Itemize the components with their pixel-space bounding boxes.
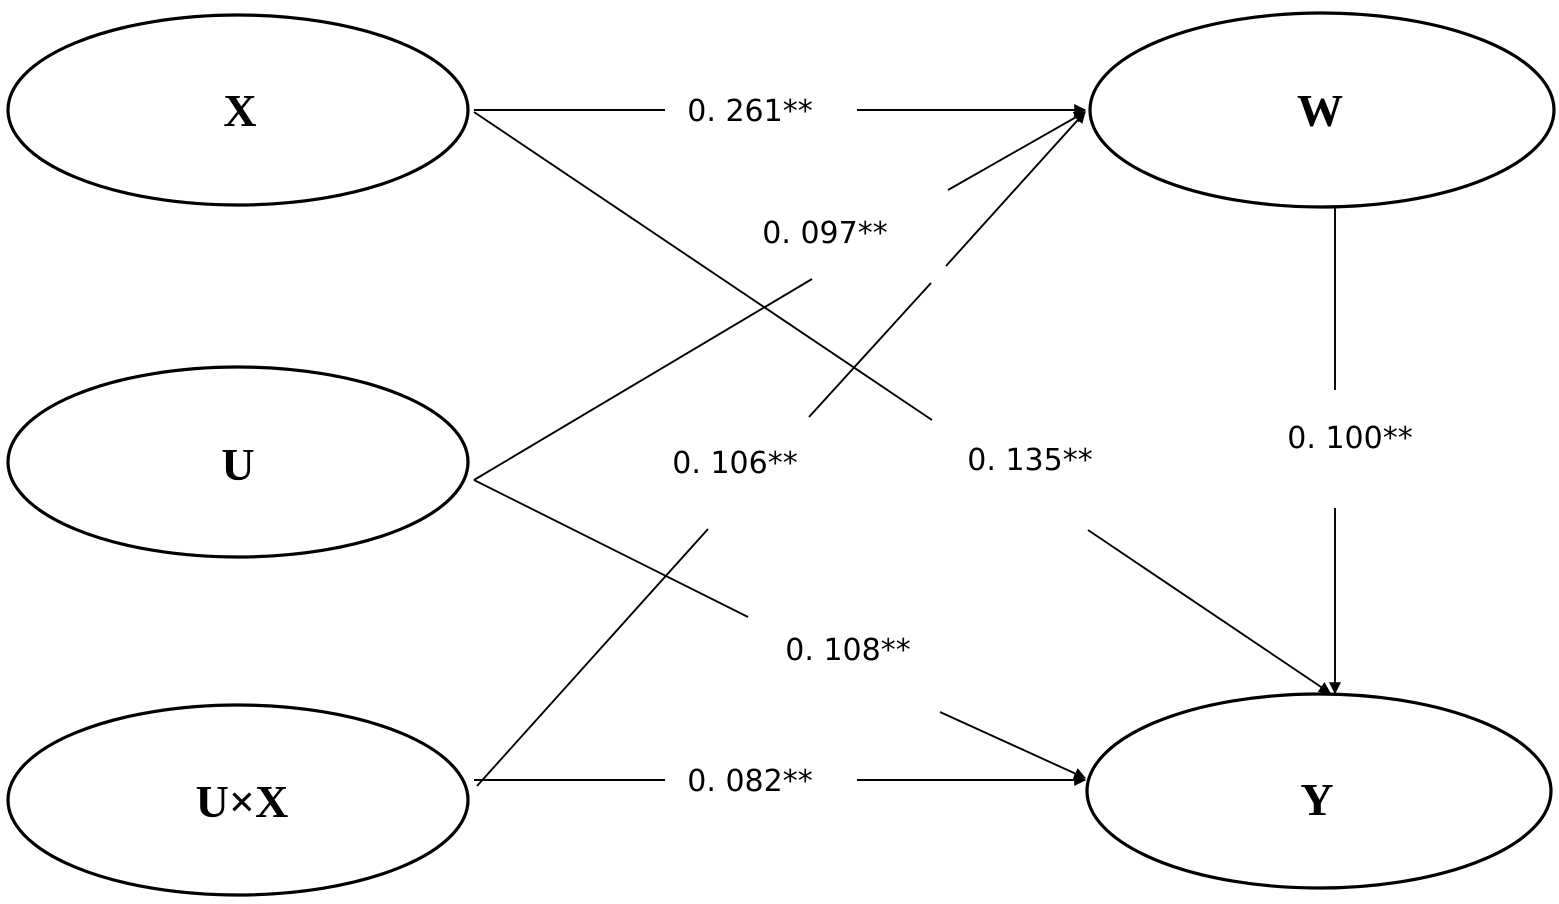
node-w-ellipse (1088, 11, 1556, 209)
edge-label-u-y: 0. 108** (785, 633, 910, 668)
edge-label-u-w: 0. 097** (762, 216, 887, 251)
edge-label-ux-w: 0. 106** (672, 446, 797, 481)
node-y: Y (1085, 692, 1553, 890)
edge-label-x-w: 0. 261** (687, 94, 812, 129)
edge-label-x-y: 0. 135** (967, 443, 1092, 478)
node-u-label: U (221, 439, 254, 490)
node-ux-label: U×X (196, 776, 289, 827)
node-ux-ellipse (6, 703, 470, 897)
node-u: U (6, 365, 470, 559)
edge-x-y (473, 111, 1331, 694)
node-w-label: W (1297, 85, 1343, 136)
edge-ux-w (476, 111, 1086, 787)
edge-label-ux-y: 0. 082** (687, 764, 812, 799)
edge-label-w-y: 0. 100** (1287, 421, 1412, 456)
node-y-ellipse (1085, 692, 1553, 890)
node-w: W (1088, 11, 1556, 209)
node-x-label: X (223, 85, 256, 136)
node-x-ellipse (6, 13, 470, 207)
node-u-ellipse (6, 365, 470, 559)
node-x: X (6, 13, 470, 207)
node-ux: U×X (6, 703, 470, 897)
edge-u-w (473, 111, 1087, 481)
edge-u-y (473, 479, 1087, 779)
node-y-label: Y (1300, 774, 1333, 825)
